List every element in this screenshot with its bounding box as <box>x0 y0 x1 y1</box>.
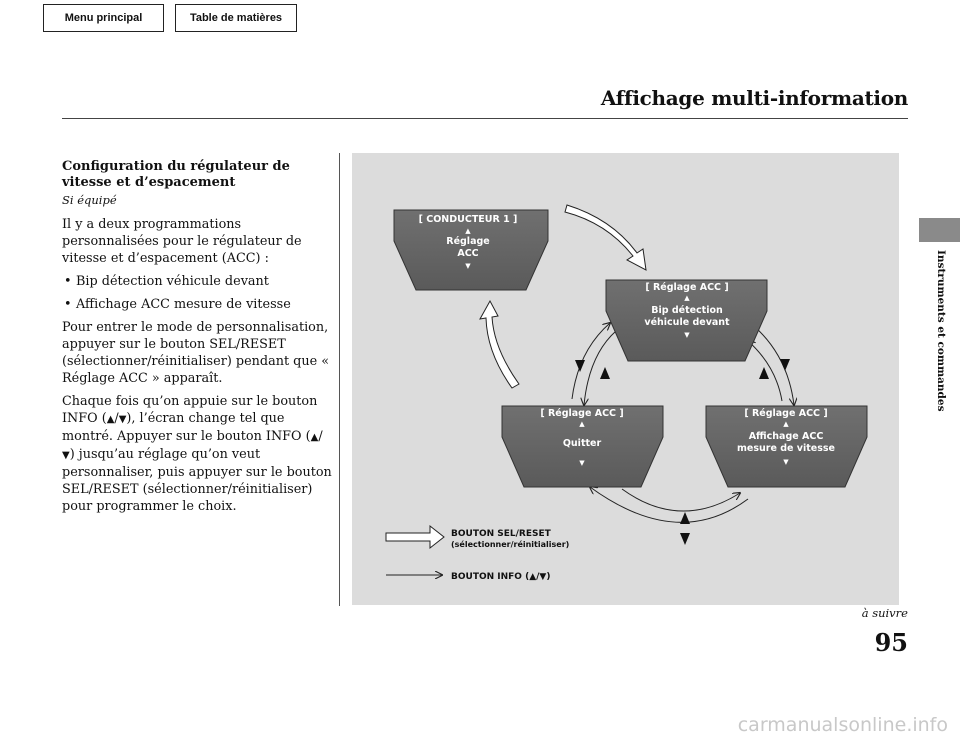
bullet-list: Bip détection véhicule devant Affichage … <box>62 273 334 313</box>
info-arrow <box>571 323 610 400</box>
text-column: Configuration du régulateur de vitesse e… <box>62 159 334 521</box>
diagram-figure: [ CONDUCTEUR 1 ] ▲ Réglage ACC ▼ [ Régla… <box>352 153 899 605</box>
main-menu-button[interactable]: Menu principal <box>43 4 164 32</box>
down-arrow-icon <box>780 359 790 371</box>
down-arrow-icon <box>575 360 585 372</box>
sel-reset-arrow <box>479 299 520 389</box>
info-arrow <box>748 341 783 402</box>
diagram-svg: [ CONDUCTEUR 1 ] ▲ Réglage ACC ▼ [ Régla… <box>385 204 868 582</box>
screen-beep-detection: [ Réglage ACC ] ▲ Bip détection véhicule… <box>605 279 768 362</box>
info-arrow <box>754 326 794 405</box>
screen-quit: [ Réglage ACC ] ▲ Quitter ▼ <box>501 405 664 488</box>
screen-acc-display: [ Réglage ACC ] ▲ Affichage ACC mesure d… <box>705 405 868 488</box>
page-title: Affichage multi-information <box>600 86 908 110</box>
screen-line: mesure de vitesse <box>737 443 835 454</box>
up-arrow-icon: ▲ <box>106 414 115 425</box>
sel-reset-arrow <box>564 204 647 271</box>
section-label: Instruments et commandes <box>935 250 947 412</box>
list-item: Bip détection véhicule devant <box>62 273 334 290</box>
table-of-contents-button[interactable]: Table de matières <box>175 4 297 32</box>
up-arrow-icon <box>600 367 610 379</box>
section-tab <box>919 218 960 242</box>
column-divider <box>339 153 340 606</box>
screen-line: Quitter <box>563 438 602 449</box>
title-divider <box>62 118 908 119</box>
info-legend-label: BOUTON INFO (▲/▼) <box>451 572 550 582</box>
screen-line: Réglage <box>446 236 489 247</box>
info-paragraph: Chaque fois qu’on appuie sur le bouton I… <box>62 394 332 514</box>
down-arrow-icon: ▼ <box>783 458 789 466</box>
intro-paragraph: Il y a deux programmations personnalisée… <box>62 217 302 266</box>
up-arrow-icon: ▲ <box>579 420 585 428</box>
up-arrow-icon: ▲ <box>465 227 471 235</box>
down-arrow-icon: ▼ <box>118 414 127 425</box>
screen-header: [ Réglage ACC ] <box>540 408 623 419</box>
up-arrow-icon <box>680 512 690 524</box>
down-arrow-icon: ▼ <box>579 459 585 467</box>
screen-line: Affichage ACC <box>749 431 824 442</box>
screen-header: [ Réglage ACC ] <box>744 408 827 419</box>
sel-reset-legend-icon <box>385 524 445 550</box>
screen-driver: [ CONDUCTEUR 1 ] ▲ Réglage ACC ▼ <box>393 209 549 291</box>
continued-note: à suivre <box>861 606 908 620</box>
equipped-note: Si équipé <box>62 193 117 207</box>
watermark: carmanualsonline.info <box>737 714 948 736</box>
down-arrow-icon <box>680 533 690 545</box>
down-arrow-icon: ▼ <box>684 331 690 339</box>
screen-header: [ Réglage ACC ] <box>645 282 728 293</box>
info-arrow <box>590 487 749 523</box>
screen-header: [ CONDUCTEUR 1 ] <box>419 214 518 225</box>
sel-reset-legend-label: BOUTON SEL/RESET <box>451 529 552 539</box>
down-arrow-icon: ▼ <box>465 262 471 270</box>
sel-reset-legend-sublabel: (sélectionner/réinitialiser) <box>451 539 569 549</box>
list-item: Affichage ACC mesure de vitesse <box>62 296 334 313</box>
up-arrow-icon: ▲ <box>783 420 789 428</box>
instruction-paragraph: Pour entrer le mode de personnalisation,… <box>62 320 330 386</box>
up-arrow-icon: ▲ <box>310 432 319 443</box>
section-heading: Configuration du régulateur de vitesse e… <box>62 159 290 190</box>
up-arrow-icon: ▲ <box>684 294 690 302</box>
screen-line: ACC <box>457 248 478 259</box>
info-arrow <box>584 330 617 405</box>
screen-line: véhicule devant <box>644 317 730 328</box>
page-number: 95 <box>874 628 908 657</box>
down-arrow-icon: ▼ <box>62 450 70 461</box>
screen-line: Bip détection <box>651 305 723 316</box>
up-arrow-icon <box>759 367 769 379</box>
info-arrow <box>621 488 740 512</box>
